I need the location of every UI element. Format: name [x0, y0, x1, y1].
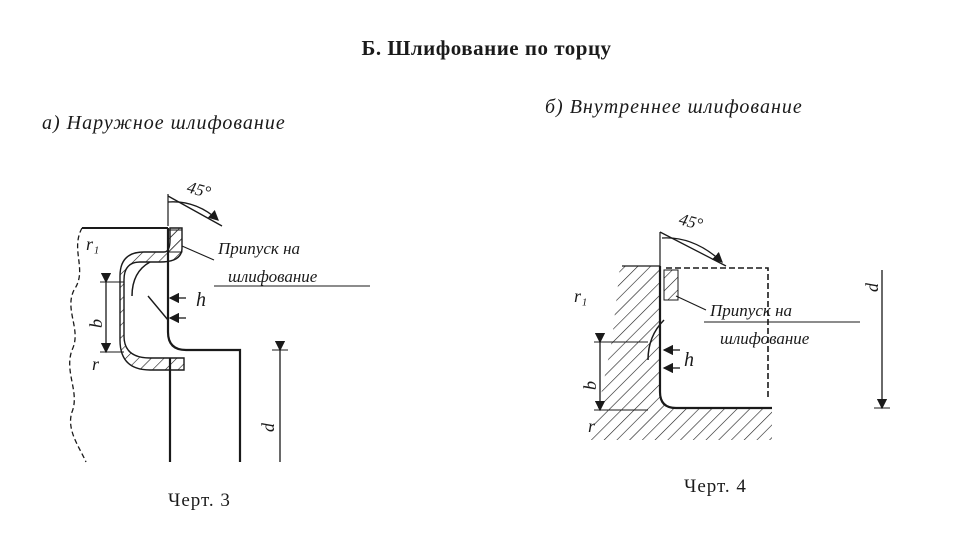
figure-b-label-b: b — [580, 381, 600, 390]
figure-a-allowance-zone — [167, 229, 183, 253]
figure-a-angle-arc — [167, 201, 219, 221]
section-title: Б. Шлифование по торцу — [361, 36, 612, 60]
figure-a-label-r1: r₁ — [86, 234, 99, 254]
figure-a-angle-label: 45° — [185, 178, 213, 203]
figure-a-subtitle: а) Наружное шлифование — [42, 112, 286, 134]
figure-a-r1-arc — [131, 261, 151, 297]
figure-b-wheel-outline — [666, 267, 769, 398]
figure-a-label-b: b — [86, 319, 106, 328]
figure-b-caption: Черт. 4 — [684, 476, 747, 497]
figure-a-step-outline — [166, 228, 242, 462]
figure-b-drawing — [590, 231, 890, 440]
figure-b-label-r1: r₁ — [574, 286, 587, 306]
figure-b-allowance-label-1: Припуск на — [709, 301, 792, 320]
figure-b-subtitle: б) Внутреннее шлифование — [545, 96, 803, 118]
figure-b-r1-arc — [647, 319, 665, 361]
figure-b-allowance-leader — [675, 295, 707, 311]
figure-b-label-h: h — [684, 349, 694, 371]
figure-a-drawing — [69, 194, 370, 463]
figure-a-allowance-label-1: Припуск на — [217, 239, 300, 258]
figure-a-angle-ray — [167, 195, 223, 227]
figure-b-angle-ray — [659, 231, 727, 267]
figure-a-label-h: h — [196, 289, 206, 311]
figure-a-caption: Черт. 3 — [168, 490, 231, 511]
figure-b-material — [590, 266, 772, 440]
figure-b-angle-arc — [661, 237, 723, 263]
figure-b-allowance-label-2: шлифование — [720, 329, 810, 348]
figure-b-angle-label: 45° — [677, 210, 705, 235]
figure-a-label-r: r — [92, 354, 100, 374]
figure-b-label-r: r — [588, 416, 596, 436]
figure-b-label-d: d — [862, 282, 882, 292]
figure-a-chamfer — [147, 295, 169, 321]
figure-b-allowance-zone — [663, 269, 679, 301]
figure-a-break-line — [69, 227, 87, 463]
figure-a-label-d: d — [258, 422, 278, 432]
figure-a-allowance-label-2: шлифование — [228, 267, 318, 286]
figure-b-bore-outline — [658, 266, 772, 410]
figure-a-allowance-leader — [181, 245, 215, 261]
